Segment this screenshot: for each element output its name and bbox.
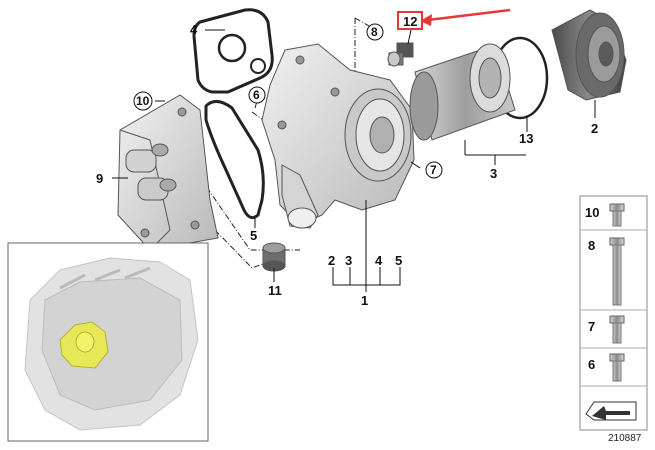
callout-labels: 4 9 5 11 2 13 3 1 2 3 4 5 8 10 6 7 [96, 11, 598, 308]
hardware-panel: 10 8 7 6 [579, 195, 648, 431]
leader-lines [112, 29, 596, 292]
arrow-down-left-icon [585, 401, 637, 421]
callout-13: 13 [519, 131, 533, 146]
group-label-2: 2 [328, 253, 335, 268]
engine-locator-inset [7, 242, 209, 442]
callout-6-circle: 6 [248, 86, 266, 104]
highlight-arrow [420, 8, 511, 26]
svg-text:10: 10 [585, 205, 599, 220]
bolt-part-10: 10 [585, 203, 625, 227]
callout-2: 2 [591, 121, 598, 136]
gasket-part-4 [192, 8, 274, 94]
svg-text:10: 10 [136, 94, 150, 108]
filter-housing-part-1 [261, 43, 415, 229]
oil-filter-element-part-3 [409, 43, 516, 141]
callout-7-circle: 7 [425, 161, 443, 179]
callout-4: 4 [190, 22, 198, 37]
callout-12-highlighted: 12 [397, 11, 423, 30]
callout-3: 3 [490, 166, 497, 181]
group-label-3: 3 [345, 253, 352, 268]
callout-8-circle: 8 [366, 23, 384, 41]
callout-1: 1 [361, 293, 368, 308]
svg-text:6: 6 [253, 88, 260, 102]
group-label-5: 5 [395, 253, 402, 268]
callout-10-circle: 10 [133, 91, 153, 111]
svg-text:7: 7 [430, 163, 437, 177]
bolt-part-8: 8 [588, 237, 625, 306]
callout-11: 11 [268, 283, 282, 298]
bolt-part-6: 6 [588, 353, 625, 382]
oil-cooler-part-9 [117, 94, 219, 251]
bolt-part-7: 7 [588, 315, 625, 344]
group-label-4: 4 [375, 253, 383, 268]
gasket-part-5 [204, 100, 265, 220]
callout-9: 9 [96, 171, 103, 186]
filter-cap-part-2 [551, 9, 627, 101]
sensor-part-12 [387, 42, 414, 67]
svg-text:8: 8 [371, 25, 378, 39]
plug-part-11 [262, 242, 286, 272]
svg-text:8: 8 [588, 238, 595, 253]
callout-5: 5 [250, 228, 257, 243]
svg-text:6: 6 [588, 357, 595, 372]
svg-text:12: 12 [403, 14, 417, 29]
svg-text:7: 7 [588, 319, 595, 334]
diagram-code: 210887 [608, 433, 642, 444]
